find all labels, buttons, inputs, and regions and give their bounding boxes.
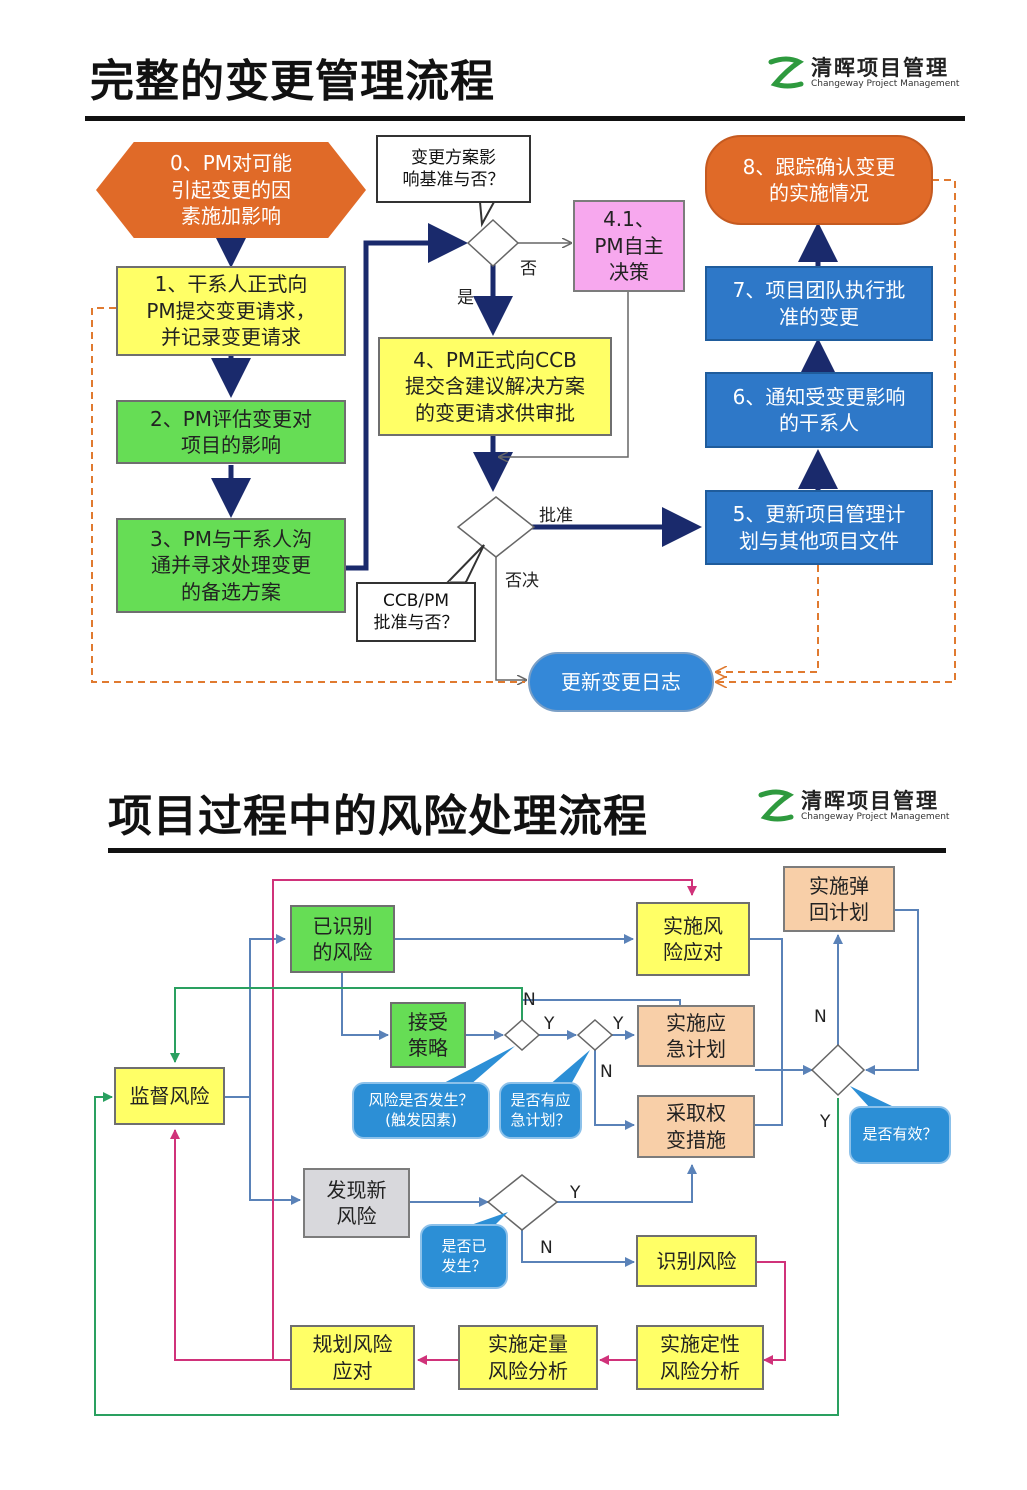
workaround: 采取权 变措施	[637, 1095, 755, 1158]
logo-en: Changeway Project Management	[811, 79, 960, 89]
label-n-occurred: N	[523, 990, 536, 1010]
logo-icon	[767, 54, 805, 92]
ccb-question-callout: CCB/PM 批准与否？	[356, 582, 476, 642]
identify-risk: 识别风险	[636, 1235, 757, 1287]
effective-decision-diamond	[810, 1043, 866, 1097]
bottom-magenta-lines	[170, 879, 786, 1365]
label-n-contingency: N	[600, 1062, 613, 1082]
implement-contingency-plan: 实施应 急计划	[637, 1005, 755, 1067]
implement-risk-response: 实施风 险应对	[636, 902, 750, 976]
ccb-decision-diamond	[456, 496, 536, 558]
accept-strategy: 接受 策略	[390, 1002, 466, 1068]
logo-icon	[757, 787, 795, 825]
step6-notify-stakeholders: 6、通知受变更影响 的干系人	[705, 372, 933, 448]
baseline-question-callout: 变更方案影 响基准与否？	[376, 135, 531, 203]
label-n-effective: N	[814, 1007, 827, 1027]
page-title: 完整的变更管理流程	[90, 56, 495, 107]
step3-alternatives: 3、PM与干系人沟 通并寻求处理变更 的备选方案	[116, 518, 346, 613]
step8-track-changes: 8、跟踪确认变更 的实施情况	[705, 135, 933, 225]
label-y-effective: Y	[820, 1112, 831, 1132]
top-dashed-lines	[91, 179, 956, 682]
step41-pm-decision: 4.1、 PM自主 决策	[573, 200, 685, 292]
qualitative-analysis: 实施定性 风险分析	[636, 1325, 764, 1390]
logo-cn: 清晖项目管理	[801, 789, 939, 813]
quantitative-analysis: 实施定量 风险分析	[458, 1325, 598, 1390]
logo-en: Changeway Project Management	[801, 812, 950, 822]
title-rule	[85, 116, 965, 121]
fallback-plan: 实施弹 回计划	[783, 866, 895, 932]
occurred-decision-diamond	[503, 1018, 541, 1052]
step5-update-plans: 5、更新项目管理计 划与其他项目文件	[705, 490, 933, 565]
risk-page-title: 项目过程中的风险处理流程	[108, 791, 648, 842]
monitor-risk: 监督风险	[114, 1067, 225, 1125]
bottom-green-lines	[94, 987, 839, 1416]
contingency-callout: 是否有应 急计划？	[499, 1082, 582, 1139]
bottom-steel-lines	[225, 909, 919, 1267]
effective-callout: 是否有效？	[849, 1106, 951, 1164]
new-risk-found: 发现新 风险	[303, 1168, 410, 1238]
step7-execute-change: 7、项目团队执行批 准的变更	[705, 266, 933, 341]
risk-title-rule	[108, 848, 946, 853]
label-y-contingency: Y	[613, 1014, 624, 1034]
happened-callout: 是否已 发生？	[420, 1224, 508, 1289]
step4-submit-ccb: 4、PM正式向CCB 提交含建议解决方案 的变更请求供审批	[378, 337, 612, 436]
contingency-decision-diamond	[576, 1018, 614, 1052]
happened-decision-diamond	[486, 1174, 559, 1231]
step1-submit-request: 1、干系人正式向 PM提交变更请求， 并记录变更请求	[116, 266, 346, 356]
risk-occurred-callout: 风险是否发生？ (触发因素)	[352, 1082, 490, 1139]
plan-risk-response: 规划风险 应对	[290, 1325, 415, 1390]
step0-influence-factors: 0、PM对可能 引起变更的因 素施加影响	[96, 142, 366, 238]
step2-assess-impact: 2、PM评估变更对 项目的影响	[116, 400, 346, 464]
label-reject: 否决	[505, 571, 539, 591]
label-no-baseline: 否	[520, 259, 537, 279]
label-yes-baseline: 是	[457, 288, 474, 308]
label-n-happened: N	[540, 1238, 553, 1258]
logo-cn: 清晖项目管理	[811, 56, 949, 80]
label-approve: 批准	[539, 506, 573, 526]
update-change-log: 更新变更日志	[528, 652, 714, 712]
top-grey-lines	[495, 243, 629, 680]
label-y-happened: Y	[570, 1183, 581, 1203]
identified-risk: 已识别 的风险	[290, 905, 395, 973]
label-y-occurred: Y	[544, 1014, 555, 1034]
baseline-decision-diamond	[466, 218, 520, 268]
